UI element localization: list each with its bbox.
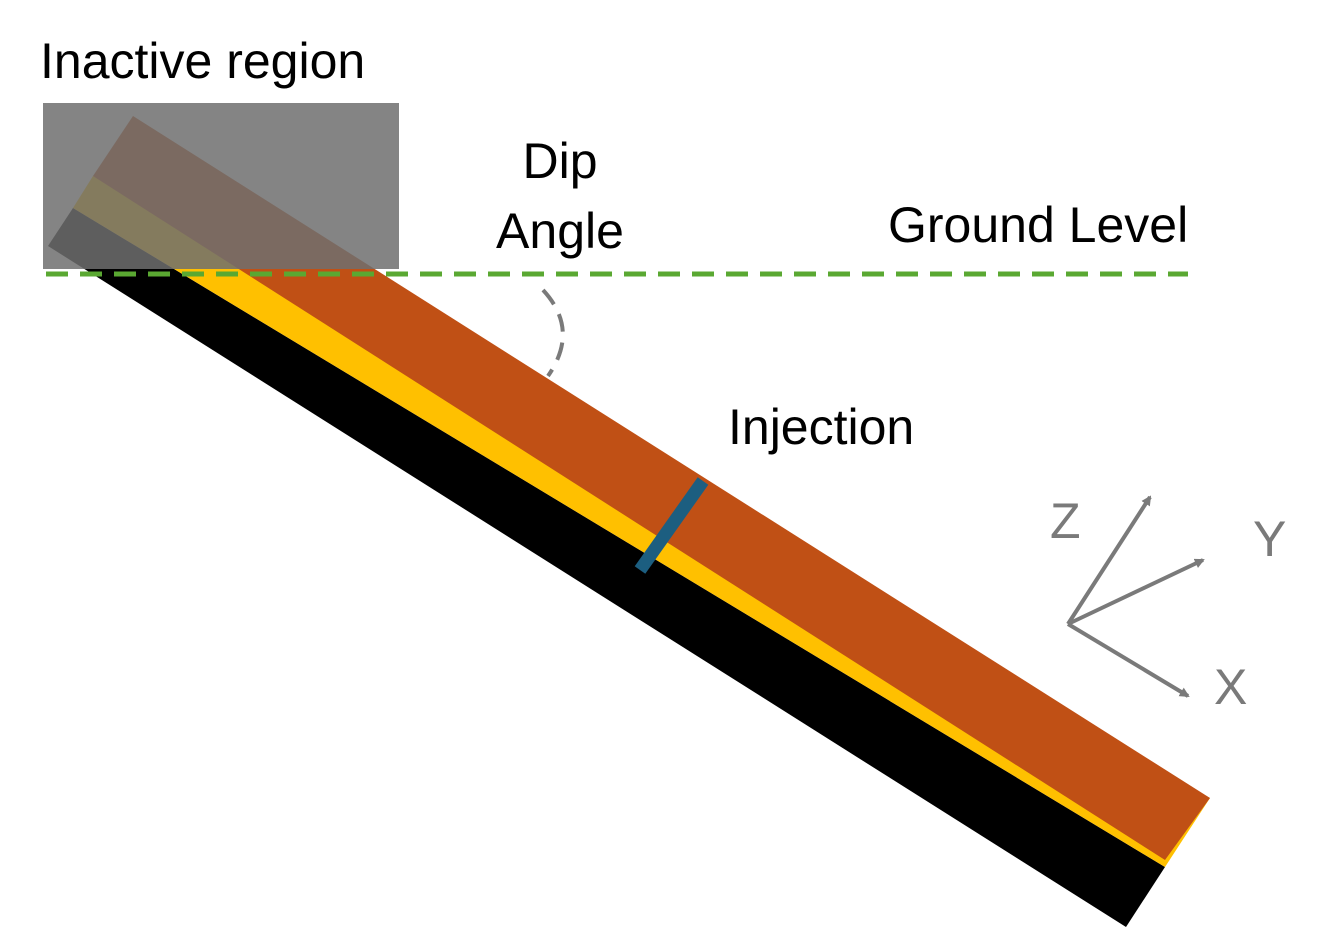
axis-triad — [1066, 495, 1205, 698]
angle-label: Angle — [496, 203, 624, 259]
inactive-region-label: Inactive region — [40, 33, 366, 89]
injection-well — [634, 477, 709, 574]
z-axis-label: Z — [1050, 493, 1081, 549]
y-axis-label: Y — [1253, 511, 1287, 567]
x-axis-label: X — [1214, 659, 1248, 715]
dip-label: Dip — [522, 133, 598, 189]
z-axis-arrow — [1066, 495, 1152, 626]
upper-caprock-layer — [93, 116, 1210, 860]
injection-label: Injection — [728, 399, 915, 455]
ground-level-label: Ground Level — [888, 197, 1189, 253]
x-axis-arrow — [1066, 622, 1190, 698]
inactive-region-box — [43, 103, 399, 269]
lower-rock-layer — [48, 208, 1165, 927]
y-axis-arrow — [1067, 558, 1205, 626]
dip-angle-arc — [541, 288, 565, 378]
